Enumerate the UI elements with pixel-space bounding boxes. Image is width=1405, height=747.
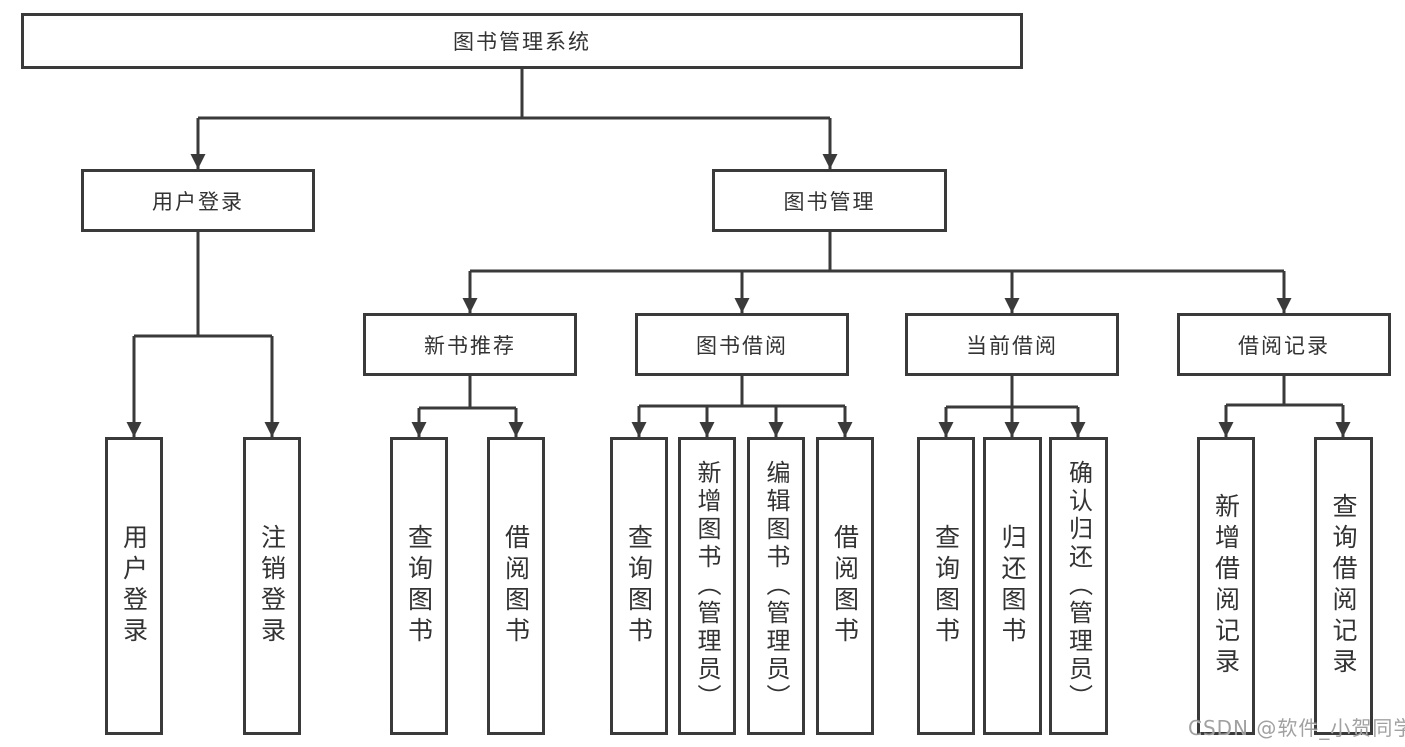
node-leaf-cb-query-label: 查询图书 xyxy=(931,524,961,648)
node-leaf-bb-add: 新增图书（管理员） xyxy=(678,437,736,735)
connector-book-borrow-trunk xyxy=(639,376,845,408)
node-book-mgmt-label: 图书管理 xyxy=(783,189,876,214)
node-leaf-bb-edit-label: 编辑图书（管理员） xyxy=(762,460,790,712)
node-root: 图书管理系统 xyxy=(21,13,1023,69)
node-book-borrow-label: 图书借阅 xyxy=(696,333,788,358)
node-leaf-cb-confirm: 确认归还（管理员） xyxy=(1049,437,1108,735)
connector-user-login-trunk xyxy=(134,232,272,338)
connector-new-book-rec-trunk xyxy=(419,376,516,410)
connector-borrow-records-trunk xyxy=(1226,376,1343,407)
node-leaf-cb-confirm-label: 确认归还（管理员） xyxy=(1064,460,1093,712)
node-user-login-label: 用户登录 xyxy=(152,189,244,214)
node-leaf-logout: 注销登录 xyxy=(243,437,301,735)
node-book-borrow: 图书借阅 xyxy=(635,313,849,376)
node-current-borrow-label: 当前借阅 xyxy=(966,333,1058,358)
node-leaf-cb-query: 查询图书 xyxy=(917,437,975,735)
node-leaf-nb-query-label: 查询图书 xyxy=(404,524,434,648)
node-new-book-rec: 新书推荐 xyxy=(363,313,577,376)
node-leaf-bb-borrow: 借阅图书 xyxy=(816,437,874,735)
node-leaf-bb-add-label: 新增图书（管理员） xyxy=(693,460,721,712)
node-current-borrow: 当前借阅 xyxy=(905,313,1119,376)
node-leaf-bb-query: 查询图书 xyxy=(610,437,668,735)
node-leaf-user-login-label: 用户登录 xyxy=(119,524,149,648)
node-new-book-rec-label: 新书推荐 xyxy=(424,333,516,358)
node-leaf-nb-borrow-label: 借阅图书 xyxy=(501,524,531,648)
node-leaf-br-add-label: 新增借阅记录 xyxy=(1211,493,1241,679)
csdn-watermark: CSDN @软件_小贺同学 xyxy=(1188,716,1405,740)
node-borrow-records: 借阅记录 xyxy=(1177,313,1391,376)
node-leaf-bb-edit: 编辑图书（管理员） xyxy=(747,437,805,735)
node-leaf-br-query-label: 查询借阅记录 xyxy=(1329,493,1358,679)
node-leaf-nb-borrow: 借阅图书 xyxy=(487,437,545,735)
node-user-login: 用户登录 xyxy=(81,169,315,232)
node-root-label: 图书管理系统 xyxy=(453,30,591,54)
connector-root-trunk xyxy=(198,69,830,120)
node-leaf-bb-borrow-label: 借阅图书 xyxy=(830,524,860,648)
connector-book-mgmt-trunk xyxy=(470,232,1284,273)
node-borrow-records-label: 借阅记录 xyxy=(1238,333,1330,358)
node-leaf-br-query: 查询借阅记录 xyxy=(1314,437,1373,735)
node-leaf-cb-return-label: 归还图书 xyxy=(998,524,1027,648)
node-leaf-br-add: 新增借阅记录 xyxy=(1197,437,1255,735)
node-leaf-user-login: 用户登录 xyxy=(105,437,163,735)
node-leaf-cb-return: 归还图书 xyxy=(983,437,1042,735)
connector-current-borrow-trunk xyxy=(946,376,1078,409)
node-leaf-bb-query-label: 查询图书 xyxy=(624,524,654,648)
node-book-mgmt: 图书管理 xyxy=(712,169,947,232)
node-leaf-nb-query: 查询图书 xyxy=(390,437,448,735)
node-leaf-logout-label: 注销登录 xyxy=(257,524,287,648)
